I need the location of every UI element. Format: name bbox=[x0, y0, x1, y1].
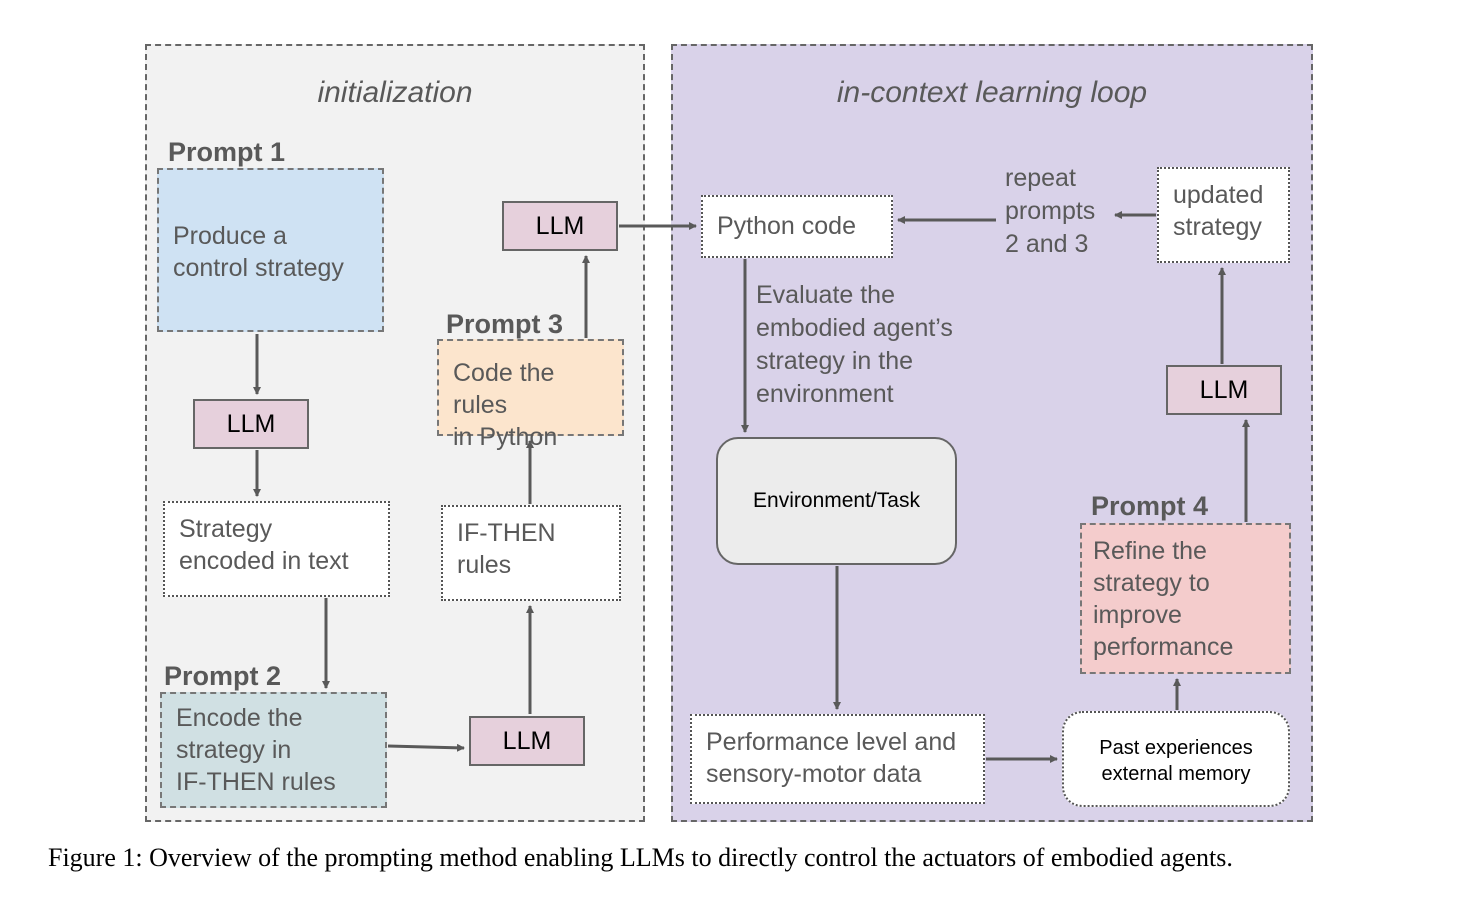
prompt-3-box: Code the rules in Python bbox=[437, 339, 624, 451]
repeat-line-3: 2 and 3 bbox=[1005, 230, 1089, 258]
learning-loop-panel: in-context learning loop bbox=[671, 44, 1313, 822]
llm-box-2: LLM bbox=[469, 716, 585, 766]
prompt-2-box: Encode the strategy in IF-THEN rules bbox=[160, 692, 387, 808]
figure-caption: Figure 1: Overview of the prompting meth… bbox=[48, 843, 1233, 872]
evaluate-line-2: embodied agent’s bbox=[756, 314, 953, 342]
strategy-text-line-1: Strategy bbox=[179, 515, 273, 543]
llm-box-1: LLM bbox=[193, 399, 309, 449]
prompt-2-label: Prompt 2 bbox=[164, 661, 282, 691]
prompt-4-line-3: improve bbox=[1093, 601, 1182, 629]
updated-strategy-line-2: strategy bbox=[1173, 213, 1262, 241]
prompt-1-line-2: control strategy bbox=[173, 254, 344, 282]
prompt-1-label: Prompt 1 bbox=[168, 137, 286, 167]
arrow-prompt2-to-llm2 bbox=[387, 743, 465, 752]
repeat-line-2: prompts bbox=[1005, 197, 1096, 225]
environment-task-node: Environment/Task bbox=[716, 437, 957, 565]
evaluate-annotation: Evaluate the embodied agent’s strategy i… bbox=[756, 279, 953, 411]
repeat-annotation: repeat prompts 2 and 3 bbox=[1005, 162, 1095, 261]
prompt-3-label: Prompt 3 bbox=[446, 309, 564, 339]
strategy-text-node: Strategy encoded in text bbox=[163, 501, 390, 597]
prompt-4-line-1: Refine the bbox=[1093, 537, 1207, 565]
strategy-text-line-2: encoded in text bbox=[179, 547, 349, 575]
evaluate-line-1: Evaluate the bbox=[756, 281, 895, 309]
prompt-4-line-4: performance bbox=[1093, 633, 1234, 661]
updated-strategy-line-1: updated bbox=[1173, 181, 1264, 209]
prompt-1-box: Produce a control strategy bbox=[157, 168, 384, 332]
prompt-2-line-1: Encode the bbox=[176, 704, 303, 732]
performance-line-1: Performance level and bbox=[706, 728, 957, 756]
past-experiences-line-2: external memory bbox=[1101, 763, 1251, 785]
prompt-2-line-2: strategy in bbox=[176, 736, 292, 764]
repeat-line-1: repeat bbox=[1005, 164, 1076, 192]
evaluate-line-3: strategy in the bbox=[756, 347, 914, 375]
prompt-4-line-2: strategy to bbox=[1093, 569, 1210, 597]
prompt-1-line-1: Produce a bbox=[173, 222, 287, 250]
llm-box-4: LLM bbox=[1166, 365, 1282, 415]
performance-line-2: sensory-motor data bbox=[706, 760, 922, 788]
prompt-4-label: Prompt 4 bbox=[1091, 491, 1209, 521]
past-experiences-node: Past experiences external memory bbox=[1062, 711, 1290, 807]
prompt-4-box: Refine the strategy to improve performan… bbox=[1080, 523, 1291, 674]
if-then-line-1: IF-THEN bbox=[457, 519, 556, 547]
initialization-title: initialization bbox=[317, 76, 473, 109]
if-then-line-2: rules bbox=[457, 551, 512, 579]
learning-loop-title: in-context learning loop bbox=[836, 76, 1148, 109]
prompt-3-line-2: in Python bbox=[453, 423, 558, 451]
past-experiences-line-1: Past experiences bbox=[1099, 737, 1253, 759]
evaluate-line-4: environment bbox=[756, 380, 894, 408]
python-code-node: Python code bbox=[701, 195, 893, 258]
prompt-3-line-1: Code the rules bbox=[453, 359, 555, 419]
llm-box-3: LLM bbox=[502, 201, 618, 251]
prompt-2-line-3: IF-THEN rules bbox=[176, 768, 336, 796]
performance-data-node: Performance level and sensory-motor data bbox=[690, 714, 985, 804]
if-then-rules-node: IF-THEN rules bbox=[441, 505, 621, 601]
updated-strategy-node: updated strategy bbox=[1157, 167, 1290, 263]
